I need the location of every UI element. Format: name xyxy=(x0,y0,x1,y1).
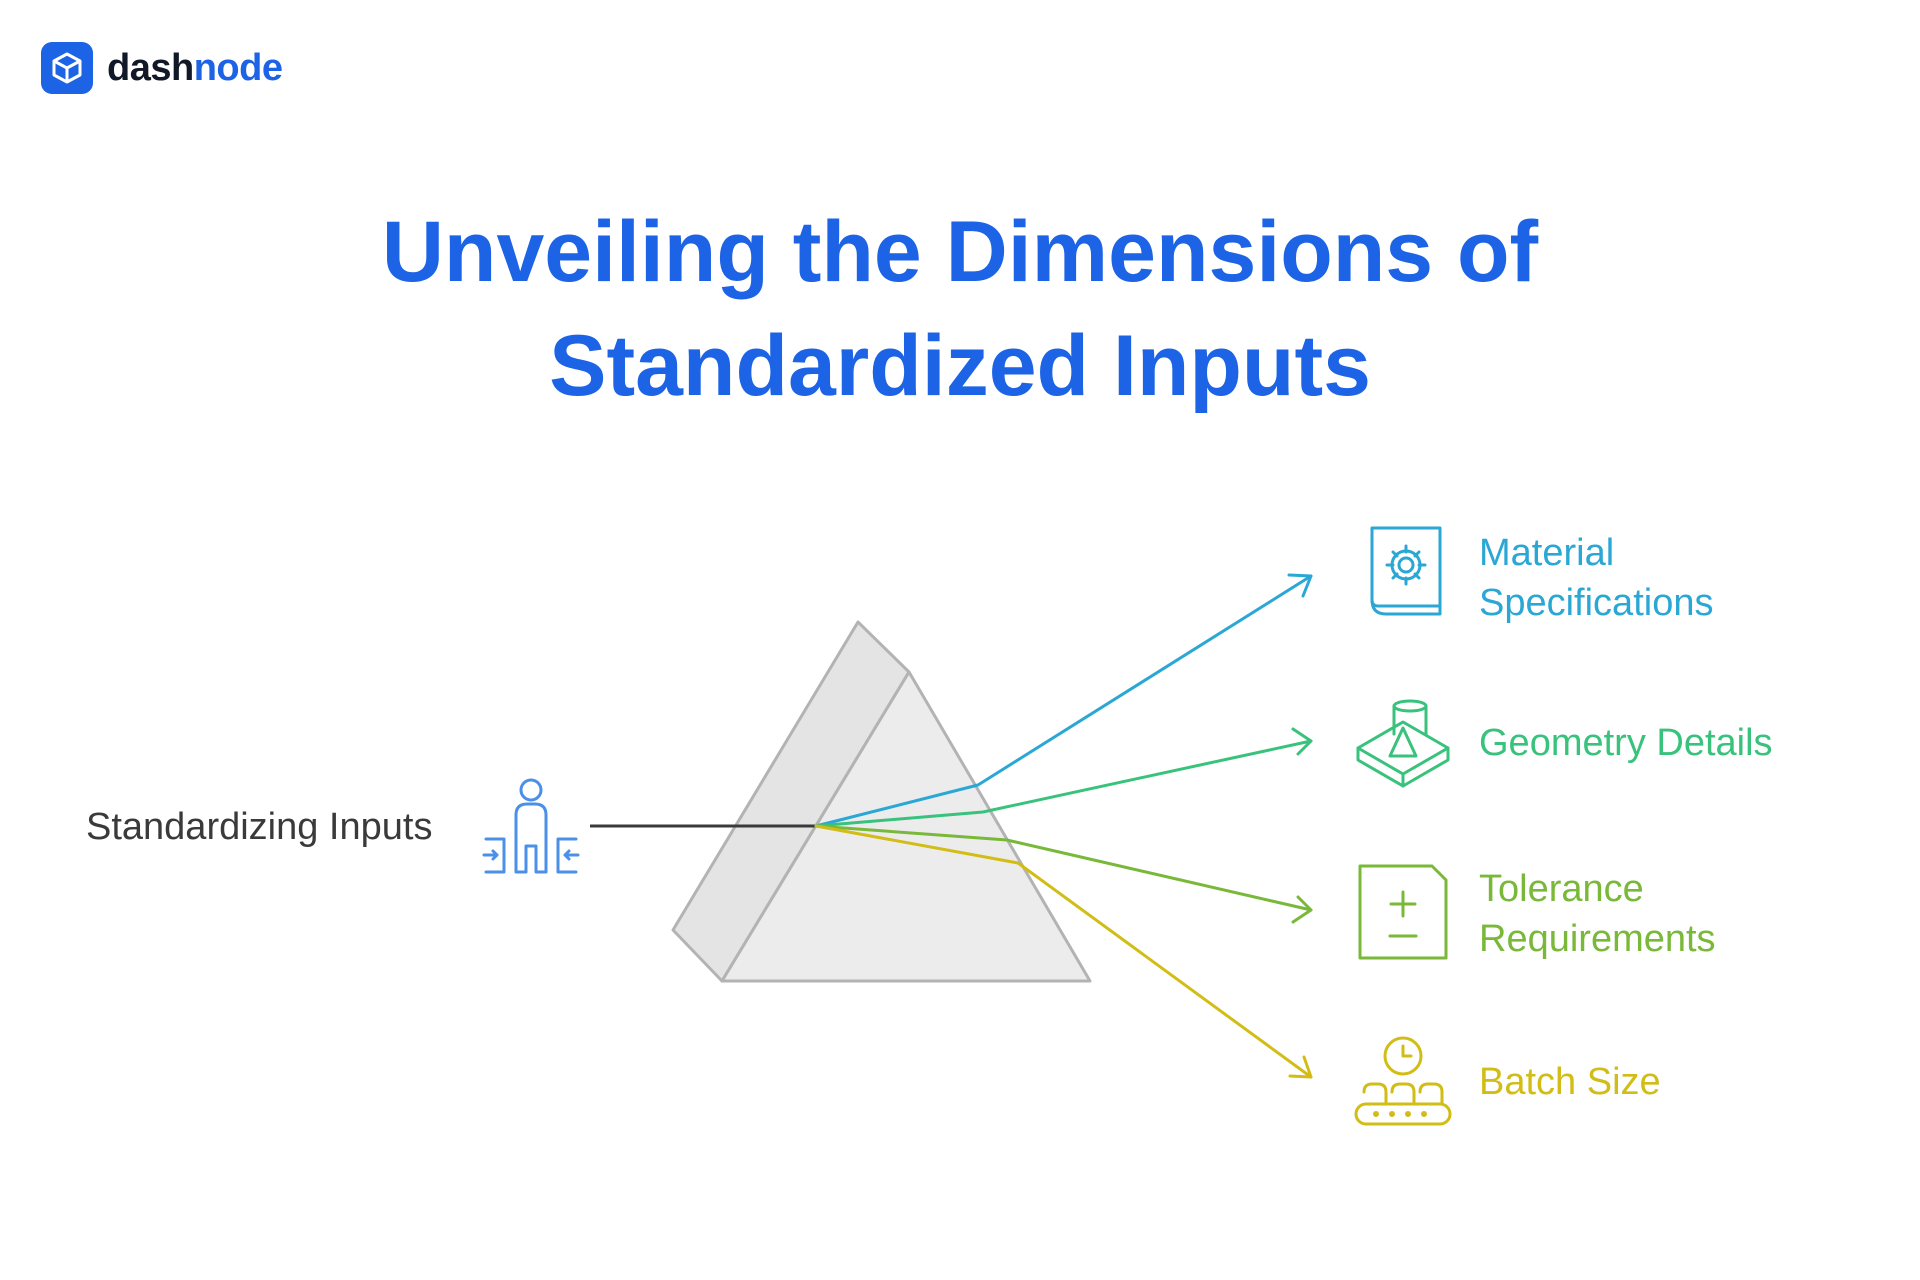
cube-icon xyxy=(41,42,93,94)
brand-name: dashnode xyxy=(107,46,283,90)
input-label: Standardizing Inputs xyxy=(86,806,433,848)
person-compress-icon xyxy=(482,778,580,874)
output-label-material: Material Specifications xyxy=(1479,528,1713,628)
output-label-batch: Batch Size xyxy=(1479,1057,1661,1107)
clock-conveyor-icon xyxy=(1354,1036,1452,1126)
brand-name-part2: node xyxy=(193,46,283,89)
geometry-shapes-icon xyxy=(1356,699,1450,788)
brand-name-part1: dash xyxy=(107,46,194,89)
beam-material xyxy=(814,573,1313,828)
output-label-tolerance-line2: Requirements xyxy=(1479,918,1716,960)
gear-book-icon xyxy=(1370,526,1442,616)
beam-batch xyxy=(814,824,1313,1079)
output-label-material-line1: Material xyxy=(1479,532,1615,574)
output-label-geometry: Geometry Details xyxy=(1479,718,1773,768)
output-label-geometry-line1: Geometry Details xyxy=(1479,722,1773,764)
plus-minus-document-icon xyxy=(1358,864,1448,960)
output-label-tolerance: Tolerance Requirements xyxy=(1479,864,1716,964)
title-line-2: Standardized Inputs xyxy=(549,318,1371,414)
brand: dashnode xyxy=(41,42,283,94)
page-title: Unveiling the Dimensions of Standardized… xyxy=(0,195,1920,423)
output-label-tolerance-line1: Tolerance xyxy=(1479,868,1644,910)
beam-geometry xyxy=(814,727,1313,828)
title-line-1: Unveiling the Dimensions of xyxy=(381,204,1539,300)
output-label-batch-line1: Batch Size xyxy=(1479,1061,1661,1103)
output-label-material-line2: Specifications xyxy=(1479,582,1714,624)
beam-tolerance xyxy=(814,824,1313,924)
